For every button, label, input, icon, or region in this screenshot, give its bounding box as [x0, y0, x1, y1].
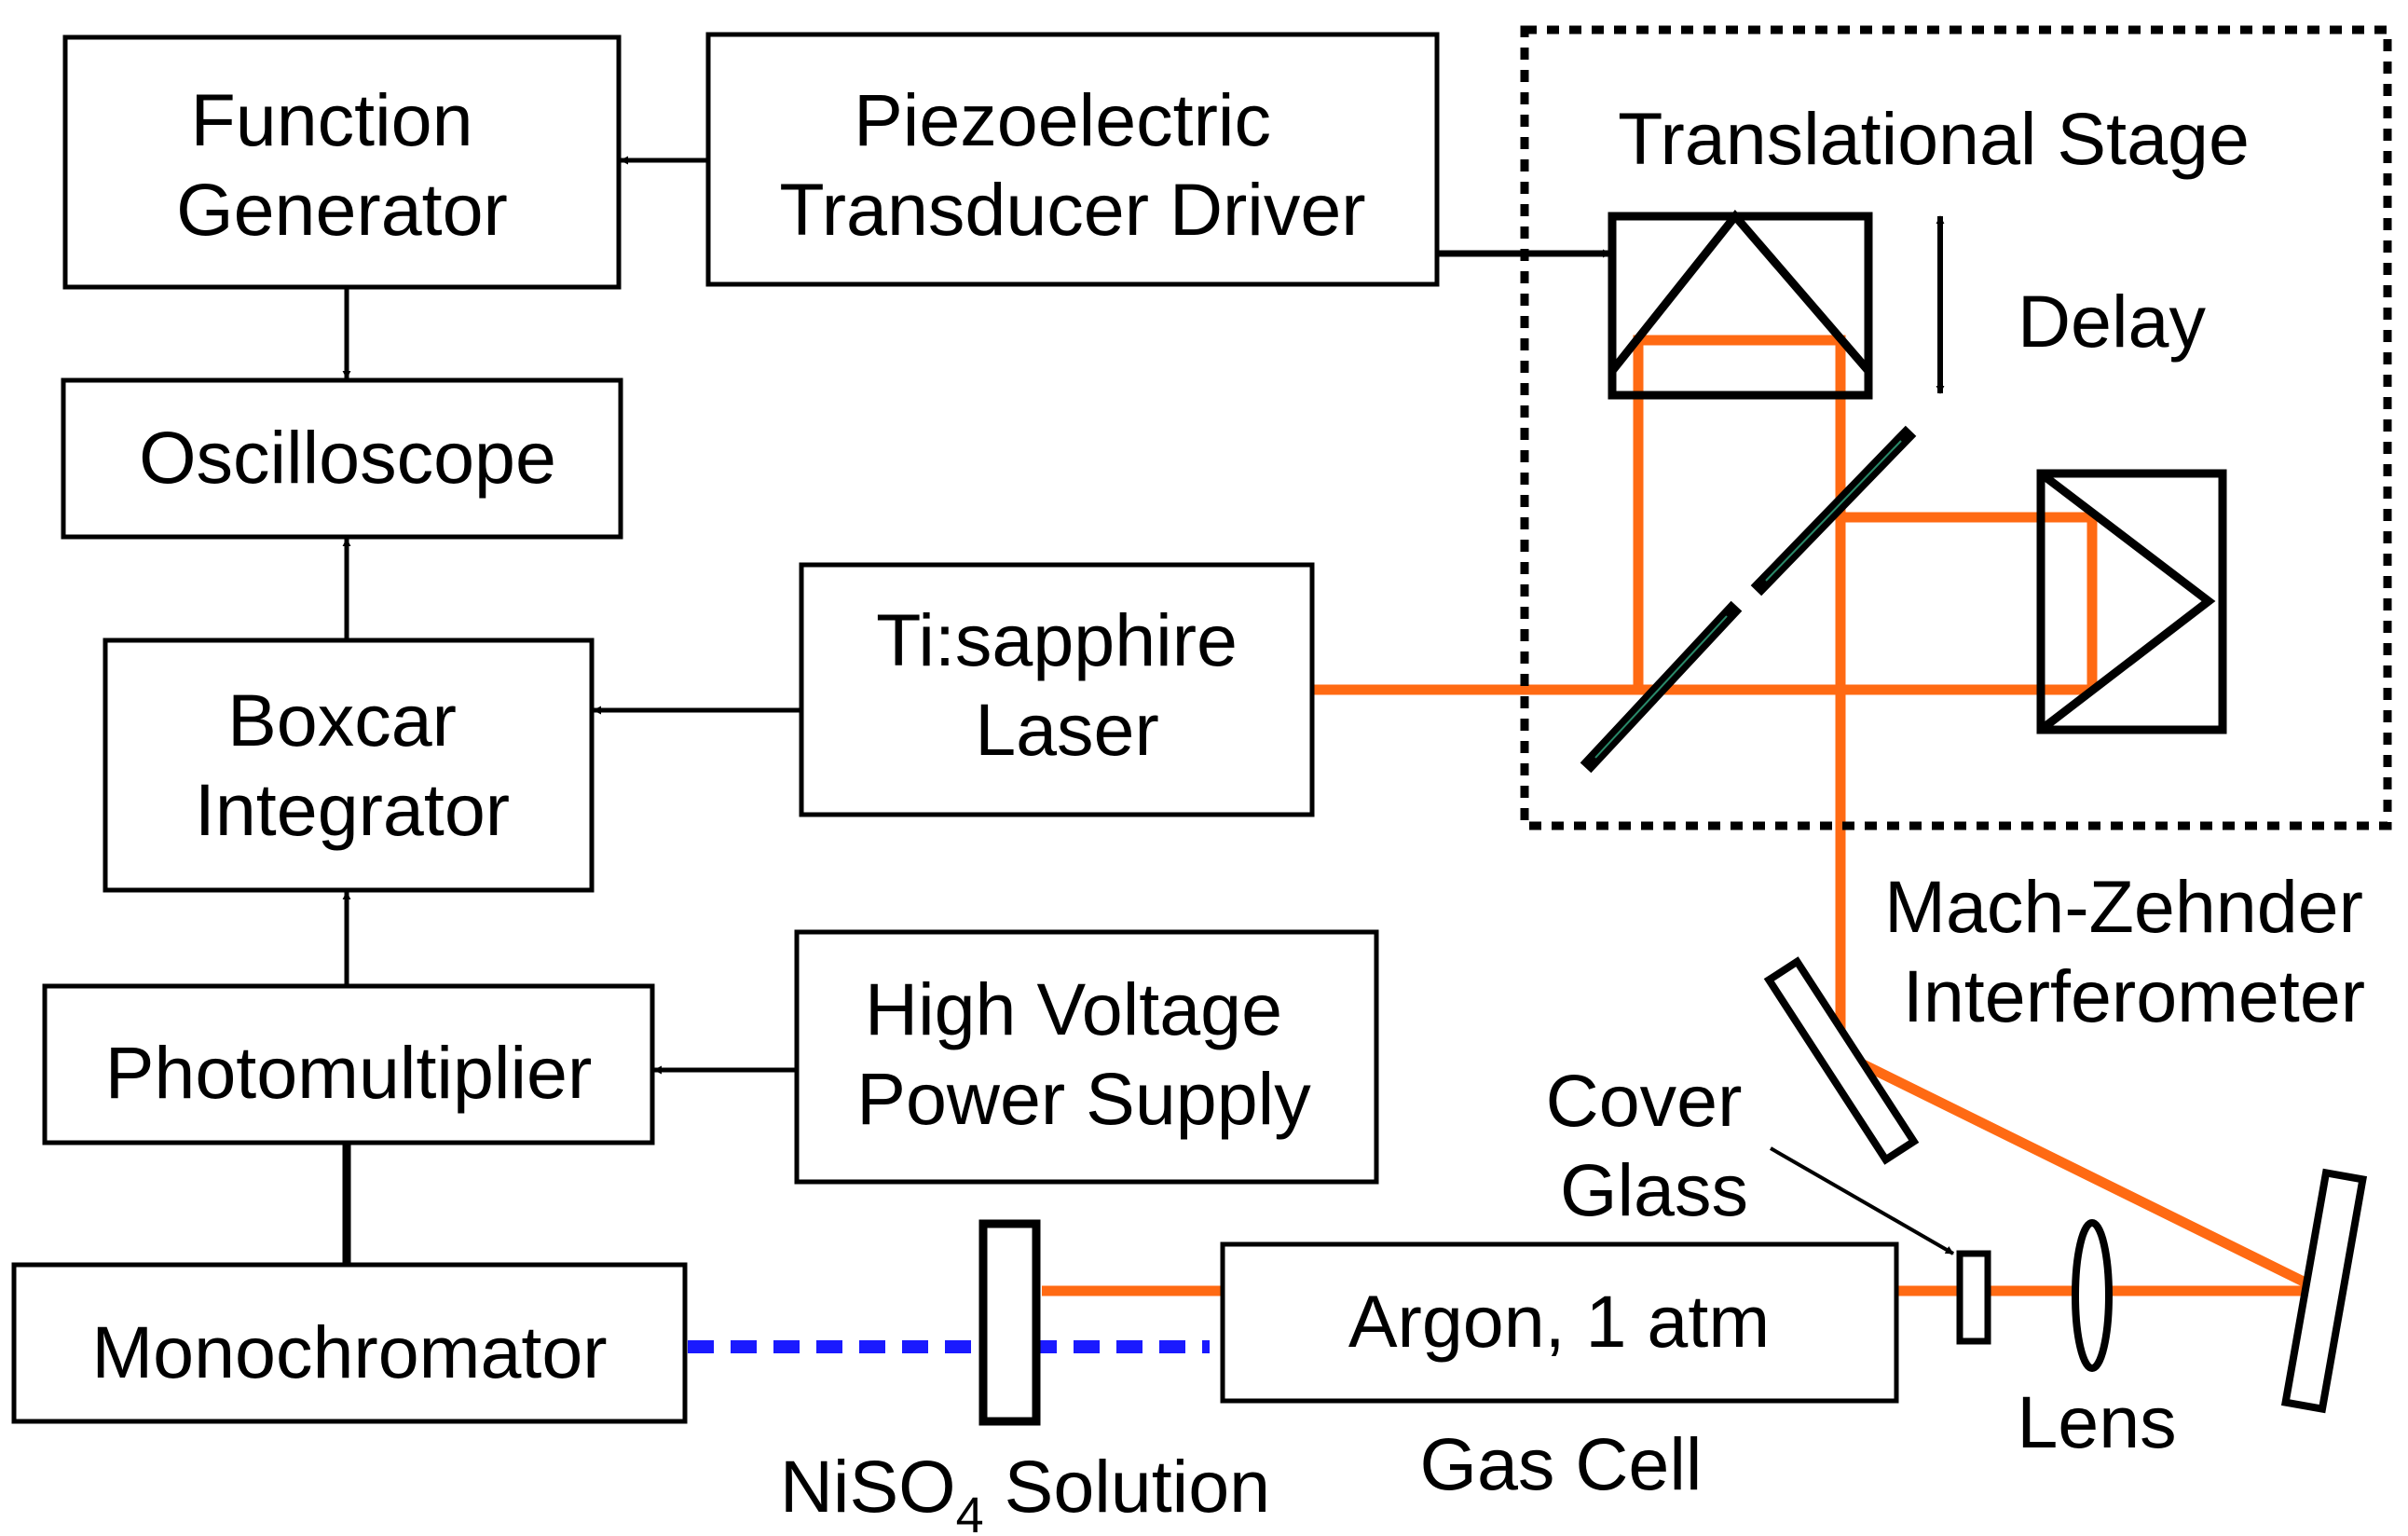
beam-right-prism-loop [1840, 512, 2098, 690]
cover-glass [1956, 1250, 1991, 1345]
boxcar-label: Boxcar Integrator [195, 679, 510, 851]
interferometer-label: Mach-Zehnder Interferometer [1884, 865, 2384, 1037]
photomultiplier-label: Photomultiplier [105, 1031, 593, 1114]
photomultiplier-box [42, 983, 655, 1145]
right-prism [2036, 469, 2227, 734]
hv-supply-label: High Voltage Power Supply [856, 967, 1311, 1140]
delay-label: Delay [2018, 280, 2206, 363]
upper-beam-splitter [1750, 425, 1917, 597]
cover-glass-label: Cover Glass [1546, 1059, 1763, 1231]
niso4-main: NiSO [780, 1445, 956, 1528]
oscilloscope-box [61, 377, 623, 540]
connections [342, 156, 1954, 1265]
boxcar-box [103, 638, 595, 893]
translational-stage-enclosure [1520, 25, 2392, 830]
niso4-filter [978, 1219, 1041, 1426]
lens-label: Lens [2017, 1380, 2176, 1463]
oscilloscope-label: Oscilloscope [139, 416, 556, 499]
function-generator-box [62, 34, 622, 290]
gas-cell-box [1220, 1241, 1899, 1404]
laser-box [799, 562, 1315, 817]
monochromator-label: Monochromator [91, 1310, 607, 1393]
monochromator-box [11, 1262, 688, 1424]
niso4-solution-label: NiSO4 Solution [780, 1445, 1270, 1536]
niso4-rest: Solution [984, 1445, 1270, 1528]
beam-to-right-mirror [1838, 1049, 2325, 1296]
lower-beam-splitter [1580, 600, 1743, 774]
top-prism [1608, 209, 1873, 400]
niso4-subscript: 4 [956, 1488, 984, 1536]
tilted-mirror [1763, 956, 1920, 1165]
piezo-driver-label: Piezoelectric Transducer Driver [779, 78, 1365, 251]
beam-top-prism-loop [1633, 335, 1846, 1053]
hv-supply-box [794, 929, 1379, 1185]
arrow-cover-glass [1770, 1146, 1954, 1255]
translational-stage-label: Translational Stage [1618, 97, 2250, 180]
laser-label: Ti:sapphire Laser [876, 598, 1258, 771]
lens [2072, 1219, 2113, 1372]
right-mirror [2280, 1168, 2368, 1414]
gas-cell-label: Gas Cell [1420, 1422, 1703, 1505]
piezo-driver-box [705, 32, 1440, 287]
function-generator-label: Function Generator [176, 78, 508, 251]
gas-cell-box-label: Argon, 1 atm [1348, 1280, 1770, 1363]
